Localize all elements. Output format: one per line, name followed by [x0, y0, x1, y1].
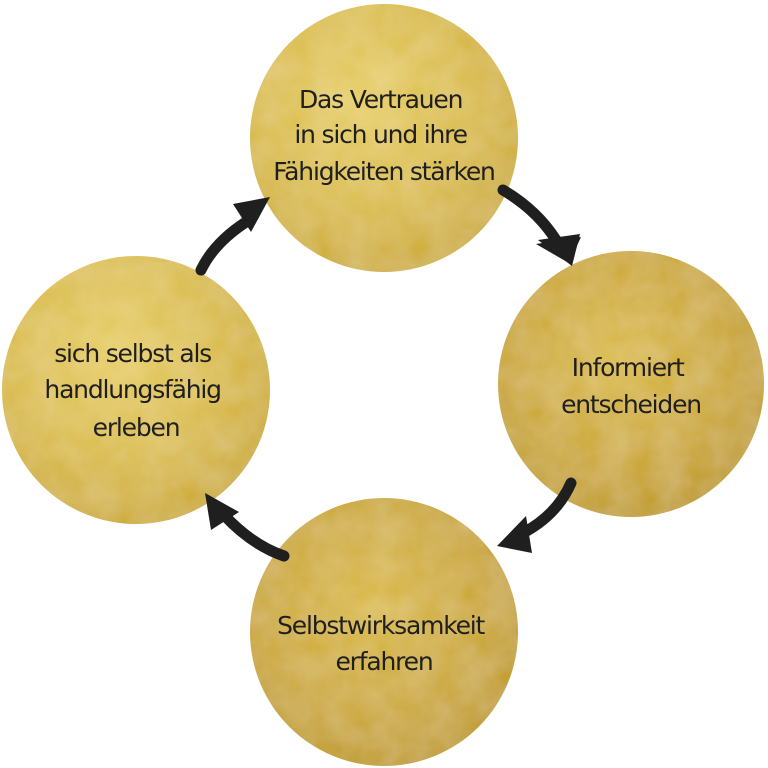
circle-top [250, 4, 518, 272]
node-top-line-3: Fähigkeiten stärken [273, 157, 494, 186]
node-right-line-2: entscheiden [561, 390, 701, 419]
node-right-line-1: Informiert [572, 353, 685, 382]
circle-bottom [250, 498, 518, 766]
node-bottom-line-2: erfahren [336, 647, 433, 676]
node-bottom: Selbstwirksamkeit erfahren [250, 498, 518, 766]
arrow-right-to-bottom-shaft [517, 477, 577, 539]
arrow-bottom-to-left-shaft [218, 509, 290, 562]
circle-left [2, 256, 270, 524]
node-top: Das Vertrauen in sich und ihre Fähigkeit… [250, 4, 518, 272]
circle-right [498, 251, 764, 517]
node-left: sich selbst als handlungsfähig erleben [2, 256, 270, 524]
node-top-label: Das Vertrauen in sich und ihre Fähigkeit… [273, 85, 494, 186]
node-right-label: Informiert entscheiden [561, 353, 701, 419]
node-left-line-1: sich selbst als [54, 339, 211, 368]
arrow-bottom-to-left [205, 493, 290, 562]
arrow-bottom-to-left-head [205, 493, 239, 530]
arrow-left-to-top-head [233, 197, 270, 232]
arrow-top-to-right-shaft [497, 184, 562, 246]
arrow-left-to-top-shaft [195, 216, 252, 276]
node-left-line-2: handlungsfähig [44, 375, 220, 404]
node-bottom-label: Selbstwirksamkeit erfahren [277, 611, 491, 676]
arrow-left-to-top [195, 197, 270, 276]
node-right: Informiert entscheiden [498, 251, 764, 517]
node-top-line-2: in sich und ihre [294, 120, 467, 149]
node-left-label: sich selbst als handlungsfähig erleben [44, 339, 227, 442]
arrow-top-to-right-head-tip [538, 234, 580, 266]
node-top-line-1: Das Vertrauen [299, 85, 462, 114]
node-bottom-line-1: Selbstwirksamkeit [277, 611, 485, 640]
arrow-top-to-right [497, 184, 581, 266]
arrow-right-to-bottom [497, 477, 577, 553]
arrow-right-to-bottom-head [497, 516, 532, 553]
node-left-line-3: erleben [93, 413, 180, 442]
